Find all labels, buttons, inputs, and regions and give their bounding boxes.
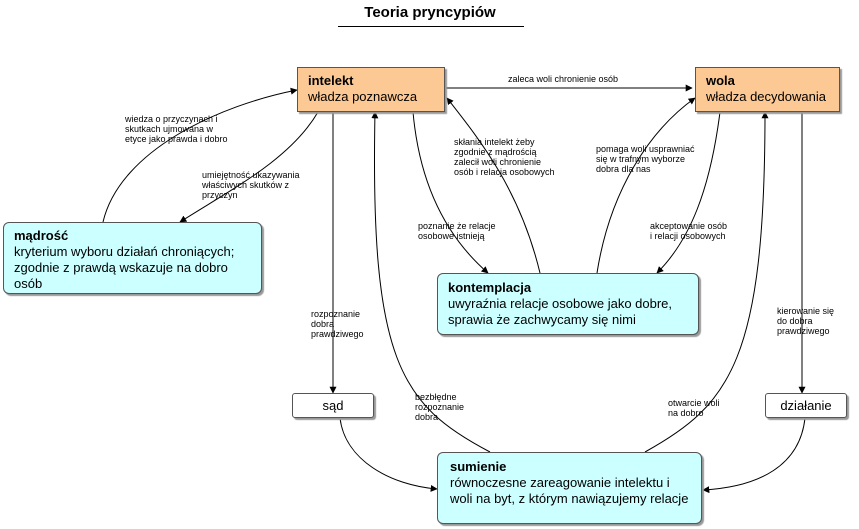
node-wola: wola władza decydowania (695, 67, 840, 112)
edge-label-akceptowanie: akceptowanie osób i relacji osobowych (650, 221, 728, 241)
node-kontemplacja-subtitle: uwyraźnia relacje osobowe jako dobre, sp… (448, 296, 673, 327)
arrow-sumienie-to-wola (644, 111, 769, 453)
arrow-madrosc-to-intelekt (102, 87, 298, 223)
edge-label-wiedza: wiedza o przyczynach i skutkach ujmowana… (125, 114, 228, 144)
node-madrosc: mądrość kryterium wyboru działań chronią… (3, 222, 262, 294)
arrow-dzialanie-to-sumienie (702, 417, 806, 494)
node-madrosc-title: mądrość (14, 228, 69, 243)
node-sad-title: sąd (322, 398, 344, 413)
node-dzialanie: działanie (765, 393, 847, 418)
arrow-intelekt-to-madrosc (179, 111, 319, 223)
node-sumienie-title: sumienie (450, 459, 507, 474)
edge-label-umiejetnosc: umiejętność ukazywania właściwych skutkó… (202, 170, 300, 200)
edge-label-poznanie: poznanie że relacje osobowe istnieją (418, 221, 496, 241)
edge-label-sklania: skłania intelekt żeby zgodnie z mądrości… (454, 137, 555, 177)
arrow-kontemplacja-to-intelekt (446, 97, 541, 274)
arrow-kontemplacja-to-wola (596, 97, 696, 274)
node-madrosc-subtitle: kryterium wyboru działań chroniących; zg… (14, 244, 235, 291)
node-sumienie-subtitle: równoczesne zareagowanie intelektu i wol… (450, 475, 689, 506)
node-intelekt: intelekt władza poznawcza (297, 67, 445, 112)
arrow-wola-to-kontemplacja (656, 111, 721, 274)
edge-label-kierowanie: kierowanie się do dobra prawdziwego (777, 306, 835, 336)
edge-label-zaleca: zaleca woli chronienie osób (508, 74, 619, 84)
title-underline (338, 26, 524, 27)
node-dzialanie-title: działanie (780, 398, 832, 413)
edge-label-pomaga: pomaga woli usprawniać się w trafnym wyb… (596, 144, 695, 174)
node-kontemplacja: kontemplacja uwyraźnia relacje osobowe j… (437, 273, 699, 335)
edge-label-bezbledne: bezbłędne rozpoznanie dobra (415, 392, 465, 422)
node-wola-subtitle: władza decydowania (706, 89, 826, 104)
node-intelekt-title: intelekt (308, 73, 354, 88)
arrow-intelekt-to-kontemplacja (412, 111, 489, 274)
node-wola-title: wola (706, 73, 735, 88)
arrow-sumienie-to-intelekt (371, 111, 491, 453)
edge-label-rozpoznanie: rozpoznanie dobra prawdziwego (311, 309, 364, 339)
edge-label-otwarcie: otwarcie woli na dobro (668, 398, 720, 418)
node-intelekt-subtitle: władza poznawcza (308, 89, 418, 104)
diagram-title: Teoria pryncypiów (364, 4, 496, 21)
arrow-sad-to-sumienie (339, 417, 438, 492)
node-kontemplacja-title: kontemplacja (448, 280, 532, 295)
node-sad: sąd (292, 393, 374, 418)
node-sumienie: sumienie równoczesne zareagowanie intele… (437, 452, 702, 524)
